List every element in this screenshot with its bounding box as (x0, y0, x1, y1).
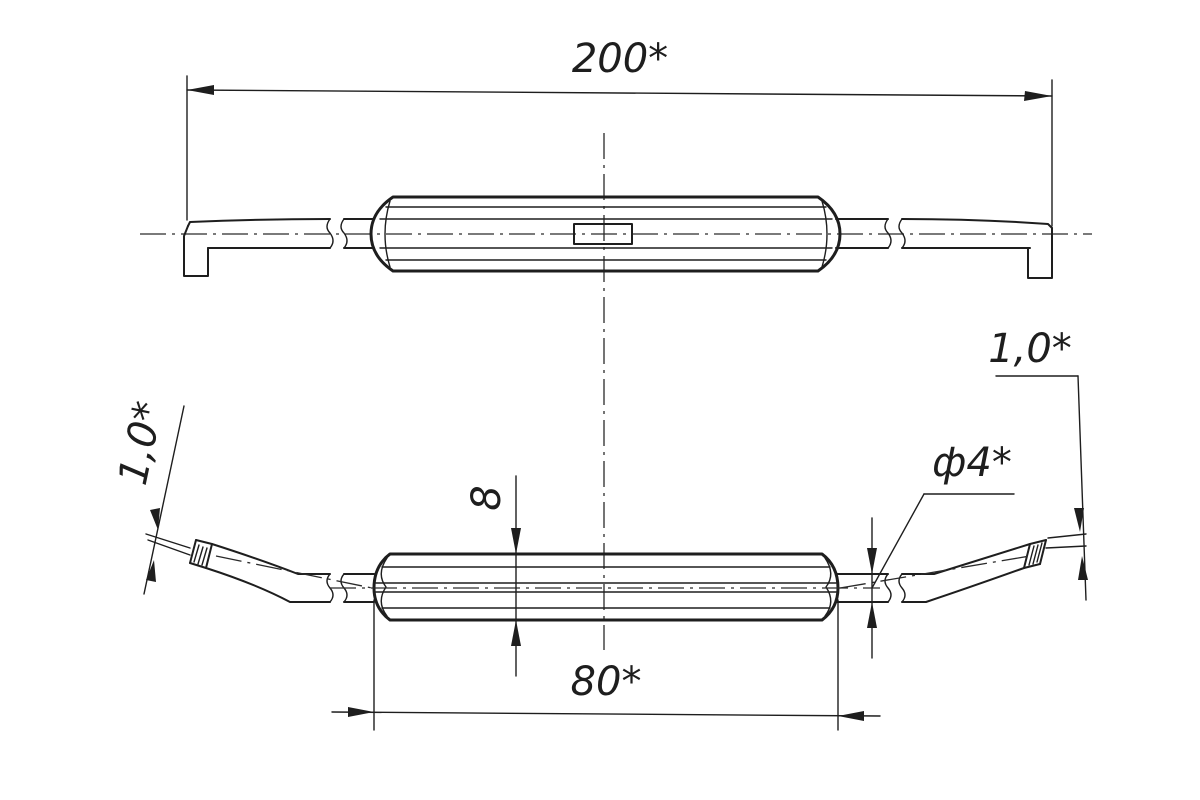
tube-height-label: 8 (464, 485, 510, 510)
left-hook-label: 1,0* (110, 398, 172, 489)
bottom-tube (330, 552, 880, 622)
top-view: 200* (140, 36, 1092, 650)
top-tube (369, 195, 842, 273)
bottom-view: 8 80* ф4* 1,0* (110, 326, 1088, 731)
rod-diameter-dimension: ф4* (867, 440, 1015, 659)
tube-length-dimension: 80* (331, 599, 881, 731)
tube-length-label: 80* (571, 659, 642, 705)
left-hook-dimension: 1,0* (110, 398, 185, 595)
overall-length-label: 200* (572, 36, 668, 82)
bottom-right-rod (835, 533, 1087, 603)
top-right-rod (835, 218, 1053, 279)
overall-length-dimension: 200* (186, 36, 1053, 227)
top-left-rod (183, 218, 375, 277)
bottom-left-rod (145, 533, 375, 603)
tube-height-dimension: 8 (464, 475, 521, 677)
right-hook-dimension: 1,0* (988, 326, 1088, 601)
top-window-slot (573, 223, 633, 245)
right-hook-label: 1,0* (988, 326, 1072, 372)
rod-diameter-label: ф4* (932, 440, 1012, 486)
